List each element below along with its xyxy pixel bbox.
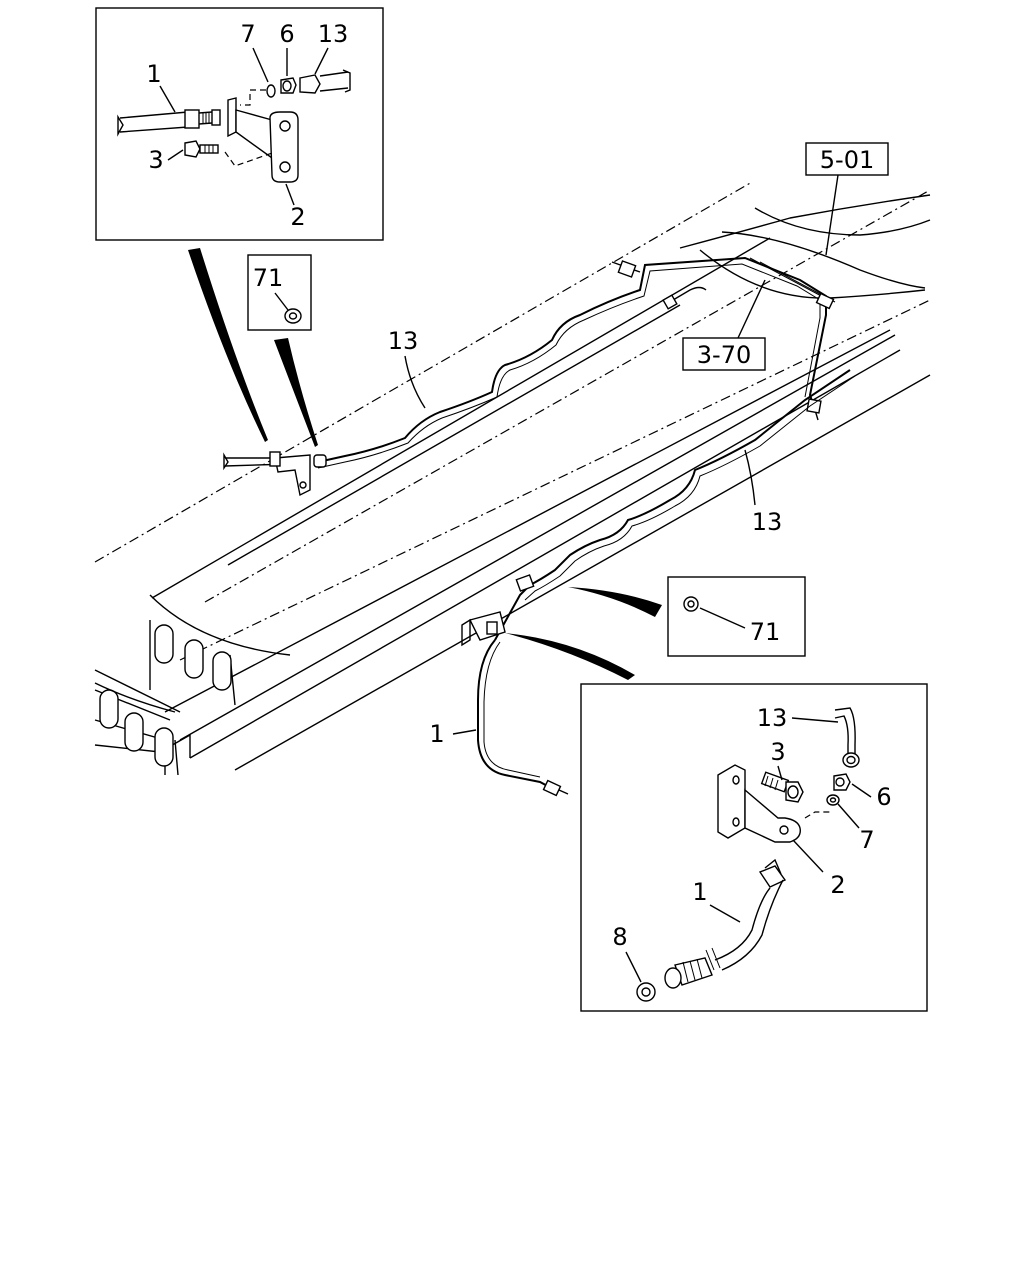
callout-13-lower: 13 xyxy=(752,508,783,536)
washer-icon xyxy=(636,982,656,1002)
inset-bottom-callout-2: 2 xyxy=(830,871,845,899)
brake-pipe-lower xyxy=(461,369,856,647)
washer-icon xyxy=(683,596,699,612)
callouts-main: 5-01 3-70 13 13 1 xyxy=(388,142,889,748)
inset-top-callout-6: 6 xyxy=(279,20,294,48)
inset-bottom-right: 13 3 6 7 2 1 8 xyxy=(580,683,928,1012)
bolt-icon xyxy=(184,140,219,158)
inset-bottom-callout-6: 6 xyxy=(876,783,891,811)
inset-top-callout-3: 3 xyxy=(148,146,163,174)
inset-bottom-callout-7: 7 xyxy=(859,826,874,854)
bolt-icon xyxy=(760,771,804,803)
inset-top-left: 1 7 6 13 3 2 xyxy=(95,7,384,241)
inset-top-callout-2: 2 xyxy=(290,203,305,231)
brake-hose-icon xyxy=(117,109,221,137)
inset-top-callout-13: 13 xyxy=(318,20,349,48)
inset-bottom-callout-1: 1 xyxy=(692,878,707,906)
pipe-fitting-icon xyxy=(299,69,351,94)
bracket-icon xyxy=(717,764,801,843)
nut-icon xyxy=(280,77,297,94)
inset-bottom-callout-3: 3 xyxy=(770,738,785,766)
inset-bottom-callout-13: 13 xyxy=(757,704,788,732)
ref-box-370 xyxy=(682,337,766,371)
inset-top-callout-1: 1 xyxy=(146,60,161,88)
bracket-icon xyxy=(227,97,299,183)
inset-71-right: 71 xyxy=(667,576,806,657)
brake-hose-icon xyxy=(664,858,787,989)
inset-71-top: 71 xyxy=(247,254,312,331)
callout-13-upper: 13 xyxy=(388,327,419,355)
inset-71-top-callout: 71 xyxy=(253,264,284,292)
washer-icon xyxy=(266,84,276,98)
pipe-fitting-icon xyxy=(834,707,860,768)
ref-box-501 xyxy=(805,142,889,176)
ref-501-label[interactable]: 5-01 xyxy=(820,146,874,174)
nut-icon xyxy=(833,773,851,791)
washer-icon xyxy=(284,308,302,324)
ref-370-label[interactable]: 3-70 xyxy=(697,341,751,369)
leader-arrows xyxy=(188,248,662,680)
inset-top-callout-7: 7 xyxy=(240,20,255,48)
inset-bottom-callout-8: 8 xyxy=(612,923,627,951)
brake-pipe-upper xyxy=(317,256,836,469)
chassis-frame-icon xyxy=(94,181,931,776)
inset-71-right-callout: 71 xyxy=(750,618,781,646)
washer-icon xyxy=(826,794,840,806)
callout-1-hose: 1 xyxy=(429,720,444,748)
brake-hose-icon xyxy=(477,639,569,797)
bracket-icon xyxy=(223,451,327,497)
